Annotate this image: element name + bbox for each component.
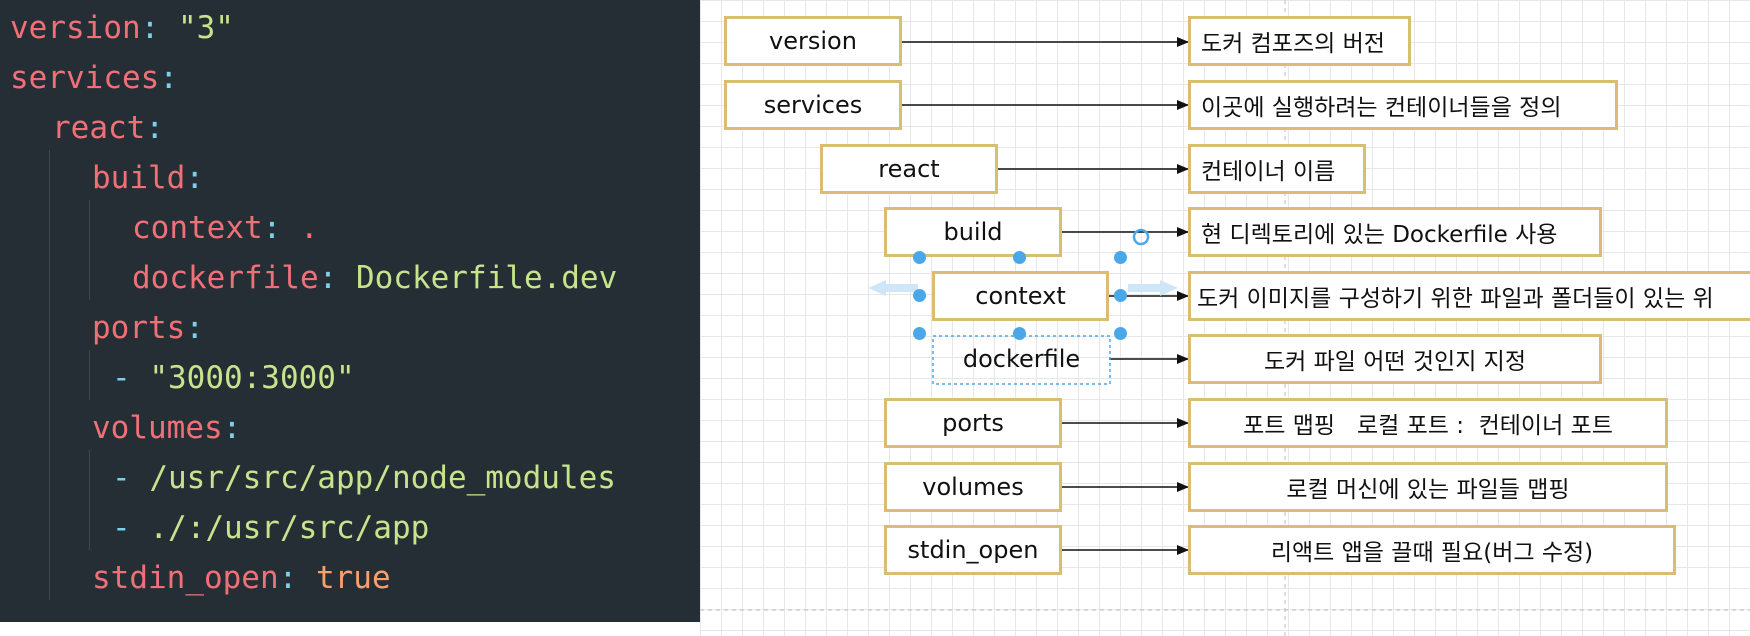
code-line-version: version: "3" [10, 10, 234, 46]
yaml-key: dockerfile [132, 260, 319, 296]
code-line-stdin-open: stdin_open: true [92, 560, 391, 596]
resize-handle[interactable] [1013, 251, 1026, 264]
indent-guide [49, 150, 50, 600]
node-label: ports [942, 409, 1004, 437]
yaml-list-item: "3000:3000" [149, 360, 355, 396]
code-line-volume-item: - /usr/src/app/node_modules [112, 460, 616, 496]
desc-label: 컨테이너 이름 [1201, 159, 1336, 185]
code-line-dockerfile: dockerfile: Dockerfile.dev [132, 260, 618, 296]
desc-label: 도커 파일 어떤 것인지 지정 [1263, 349, 1526, 375]
node-label: dockerfile [962, 345, 1081, 373]
resize-handle[interactable] [913, 289, 926, 302]
rotate-handle-icon[interactable] [1132, 228, 1150, 246]
yaml-key: ports [92, 310, 186, 346]
yaml-value: Dockerfile.dev [355, 260, 618, 296]
node-react[interactable]: react [820, 144, 998, 194]
indent-guide [89, 200, 90, 300]
node-label: version [769, 27, 857, 55]
node-label: context [975, 282, 1066, 310]
yaml-value: . [299, 210, 319, 246]
node-label: build [943, 218, 1003, 246]
desc-dockerfile[interactable]: 도커 파일 어떤 것인지 지정 [1188, 334, 1602, 384]
yaml-key: volumes [92, 410, 223, 446]
node-label: react [878, 155, 940, 183]
code-line-ports: ports: [92, 310, 204, 346]
desc-stdin-open[interactable]: 리액트 앱을 끌때 필요(버그 수정) [1188, 525, 1676, 575]
yaml-key: react [52, 110, 146, 146]
desc-version[interactable]: 도커 컴포즈의 버전 [1188, 16, 1411, 66]
desc-label: 도커 이미지를 구성하기 위한 파일과 폴더들이 있는 위 [1197, 286, 1714, 312]
resize-handle[interactable] [1114, 327, 1127, 340]
connect-arrow-right-icon[interactable] [1128, 280, 1178, 296]
resize-handle[interactable] [913, 327, 926, 340]
node-build[interactable]: build [884, 207, 1062, 257]
yaml-value: true [315, 560, 391, 596]
connect-arrow-left-icon[interactable] [868, 280, 918, 296]
node-label: volumes [922, 473, 1024, 501]
yaml-list-item: ./:/usr/src/app [149, 510, 430, 546]
node-dockerfile[interactable]: dockerfile [933, 334, 1110, 384]
code-line-volume-item: - ./:/usr/src/app [112, 510, 430, 546]
yaml-key: version [10, 10, 141, 46]
yaml-value: "3" [177, 10, 234, 46]
resize-handle[interactable] [1013, 327, 1026, 340]
desc-build[interactable]: 현 디렉토리에 있는 Dockerfile 사용 [1188, 207, 1602, 257]
code-line-build: build: [92, 160, 204, 196]
yaml-list-item: /usr/src/app/node_modules [149, 460, 616, 496]
yaml-key: context [132, 210, 263, 246]
selection-outline [932, 335, 1111, 385]
desc-label: 현 디렉토리에 있는 Dockerfile 사용 [1201, 222, 1558, 248]
indent-guide [89, 350, 90, 400]
desc-label: 이곳에 실행하려는 컨테이너들을 정의 [1201, 95, 1562, 121]
node-ports[interactable]: ports [884, 398, 1062, 448]
code-line-volumes: volumes: [92, 410, 242, 446]
node-services[interactable]: services [724, 80, 902, 130]
desc-label: 포트 맵핑 로컬 포트 : 컨테이너 포트 [1243, 413, 1613, 439]
yaml-key: build [92, 160, 186, 196]
code-line-port-item: - "3000:3000" [112, 360, 355, 396]
yaml-key: services [10, 60, 160, 96]
diagram-canvas[interactable]: version services react build context doc… [700, 0, 1750, 636]
resize-handle[interactable] [1114, 251, 1127, 264]
desc-services[interactable]: 이곳에 실행하려는 컨테이너들을 정의 [1188, 80, 1618, 130]
yaml-key: stdin_open [92, 560, 279, 596]
resize-handle[interactable] [1114, 289, 1127, 302]
code-line-services: services: [10, 60, 178, 96]
desc-label: 리액트 앱을 끌때 필요(버그 수정) [1270, 540, 1594, 566]
desc-react[interactable]: 컨테이너 이름 [1188, 144, 1366, 194]
node-volumes[interactable]: volumes [884, 462, 1062, 512]
code-line-context: context: . [132, 210, 319, 246]
resize-handle[interactable] [913, 251, 926, 264]
node-label: services [763, 91, 863, 119]
desc-context[interactable]: 도커 이미지를 구성하기 위한 파일과 폴더들이 있는 위 [1188, 271, 1750, 321]
code-line-react: react: [52, 110, 164, 146]
node-label: stdin_open [907, 536, 1039, 564]
node-stdin-open[interactable]: stdin_open [884, 525, 1062, 575]
indent-guide [89, 450, 90, 550]
desc-ports[interactable]: 포트 맵핑 로컬 포트 : 컨테이너 포트 [1188, 398, 1668, 448]
desc-label: 도커 컴포즈의 버전 [1201, 31, 1385, 57]
desc-volumes[interactable]: 로컬 머신에 있는 파일들 맵핑 [1188, 462, 1668, 512]
node-context[interactable]: context [932, 271, 1109, 321]
code-editor-panel: version: "3" services: react: build: con… [0, 0, 700, 622]
node-version[interactable]: version [724, 16, 902, 66]
desc-label: 로컬 머신에 있는 파일들 맵핑 [1286, 477, 1570, 503]
